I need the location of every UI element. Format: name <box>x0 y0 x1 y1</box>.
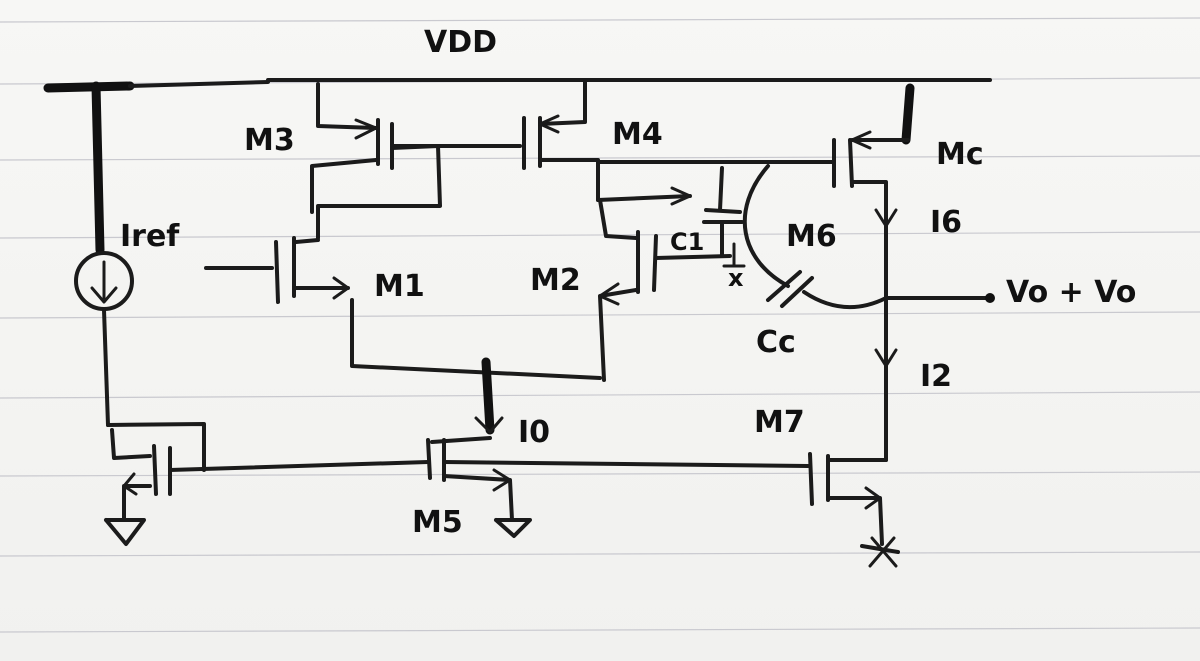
i2-label: I2 <box>920 359 952 394</box>
node-x-label: x <box>728 264 744 292</box>
c1-capacitor <box>702 166 746 268</box>
mirror-nmos <box>104 422 810 546</box>
vdd-label: VDD <box>424 25 497 60</box>
m3-label: M3 <box>244 123 295 158</box>
m3-transistor <box>310 82 522 240</box>
iref-label: Iref <box>120 219 180 254</box>
m6-label: M6 <box>786 219 837 254</box>
m4-transistor <box>522 80 834 202</box>
m7-label: M7 <box>754 405 805 440</box>
i0-label: I0 <box>518 415 550 450</box>
m6-device <box>742 164 888 309</box>
c1-label: C1 <box>670 228 704 256</box>
output-node-dot <box>985 293 995 303</box>
m4-label: M4 <box>612 117 663 152</box>
m1-label: M1 <box>374 269 425 304</box>
m7-transistor <box>808 452 900 568</box>
m2-transistor <box>596 186 732 382</box>
cc-label: Cc <box>756 325 796 360</box>
m1-transistor <box>204 236 602 380</box>
m5-label: M5 <box>412 505 463 540</box>
m2-label: M2 <box>530 263 581 298</box>
vdd-rail <box>43 78 992 145</box>
output-label: Vo + Vo <box>1006 275 1136 310</box>
i6-label: I6 <box>930 205 962 240</box>
mc-transistor <box>832 130 995 462</box>
iref-branch <box>74 81 134 427</box>
mc-label: Mc <box>936 137 984 172</box>
